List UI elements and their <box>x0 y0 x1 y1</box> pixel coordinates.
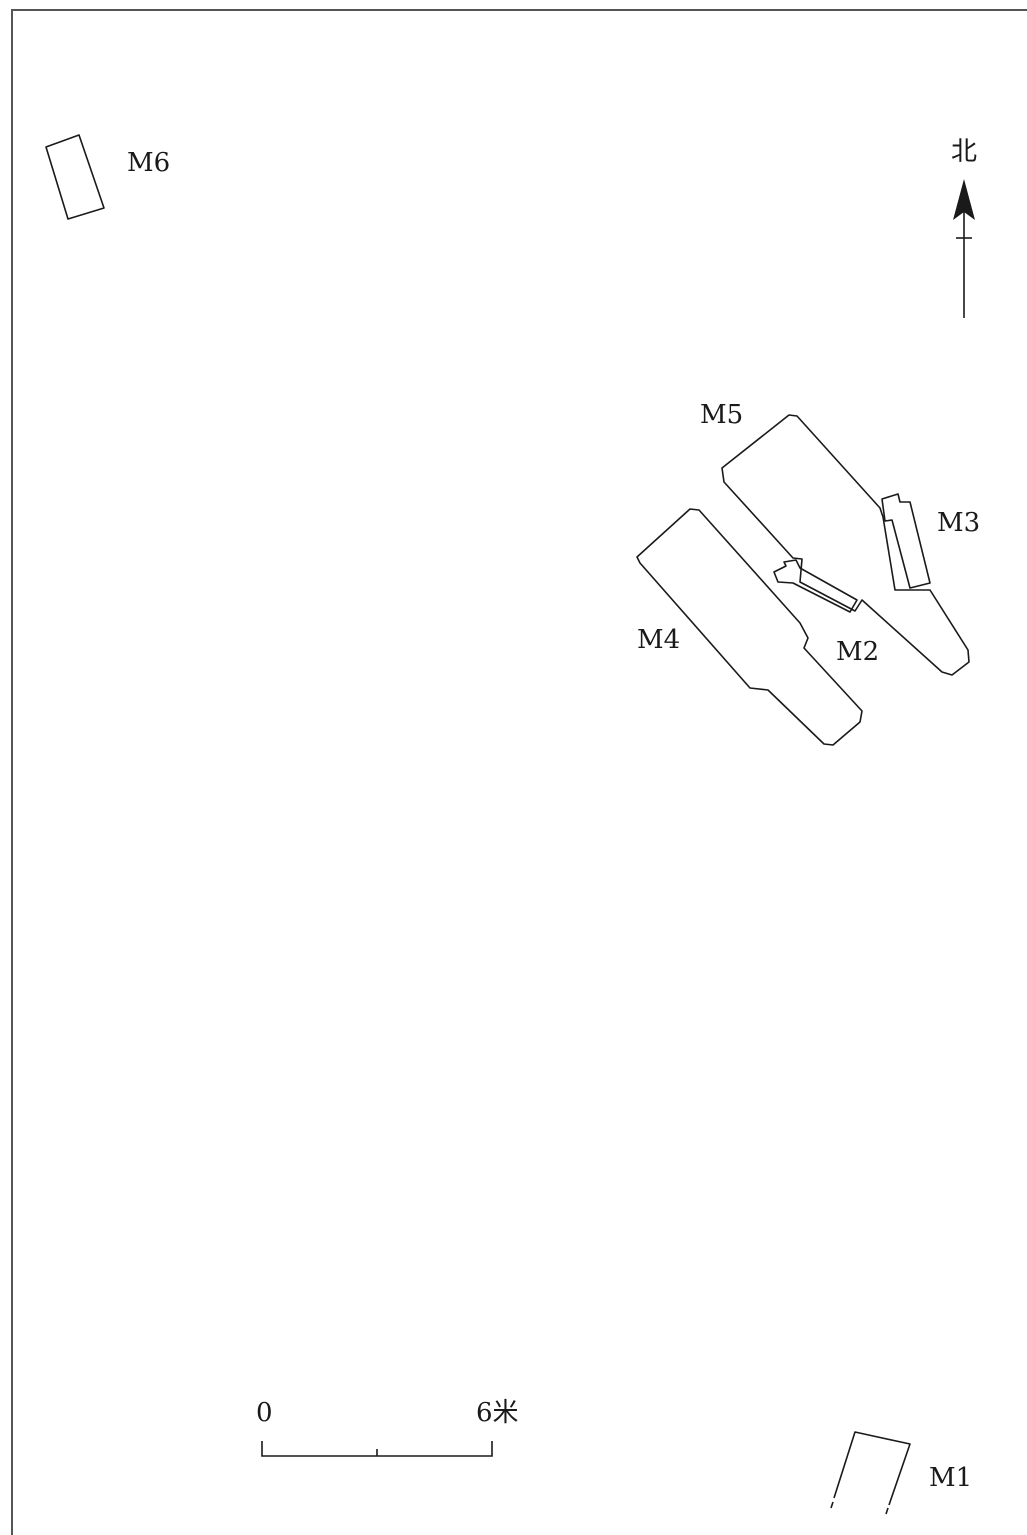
grave-m5-label: M5 <box>700 400 743 430</box>
north-label: 北 <box>951 137 977 167</box>
scale-start-label: 0 <box>256 1398 273 1428</box>
grave-m4-outline <box>636 508 863 746</box>
grave-m2: M2 <box>773 559 879 667</box>
north-arrow-head <box>953 179 975 220</box>
grave-m6-outline <box>45 134 105 220</box>
grave-m3-label: M3 <box>937 508 980 538</box>
grave-m5: M5 <box>700 400 970 676</box>
grave-m6: M6 <box>45 134 170 220</box>
grave-m4: M4 <box>636 508 863 746</box>
map-frame <box>11 9 1027 1535</box>
grave-m1: M1 <box>830 1431 972 1515</box>
grave-m2-label: M2 <box>836 637 879 667</box>
grave-m5-outline <box>721 414 970 676</box>
scale-line <box>261 1441 493 1457</box>
grave-m1-dash-right <box>885 1507 889 1515</box>
grave-m1-outline <box>833 1431 911 1506</box>
grave-m1-dash-left <box>830 1501 834 1509</box>
grave-m6-label: M6 <box>127 148 170 178</box>
grave-m4-label: M4 <box>637 625 680 655</box>
grave-m3: M3 <box>881 493 980 589</box>
scale-bar: 0 6米 <box>256 1398 519 1457</box>
scale-end-label: 6米 <box>476 1398 519 1428</box>
north-arrow: 北 <box>951 137 977 318</box>
grave-m2-outline <box>773 559 858 613</box>
grave-m3-outline <box>881 493 931 589</box>
grave-m1-label: M1 <box>929 1463 972 1493</box>
